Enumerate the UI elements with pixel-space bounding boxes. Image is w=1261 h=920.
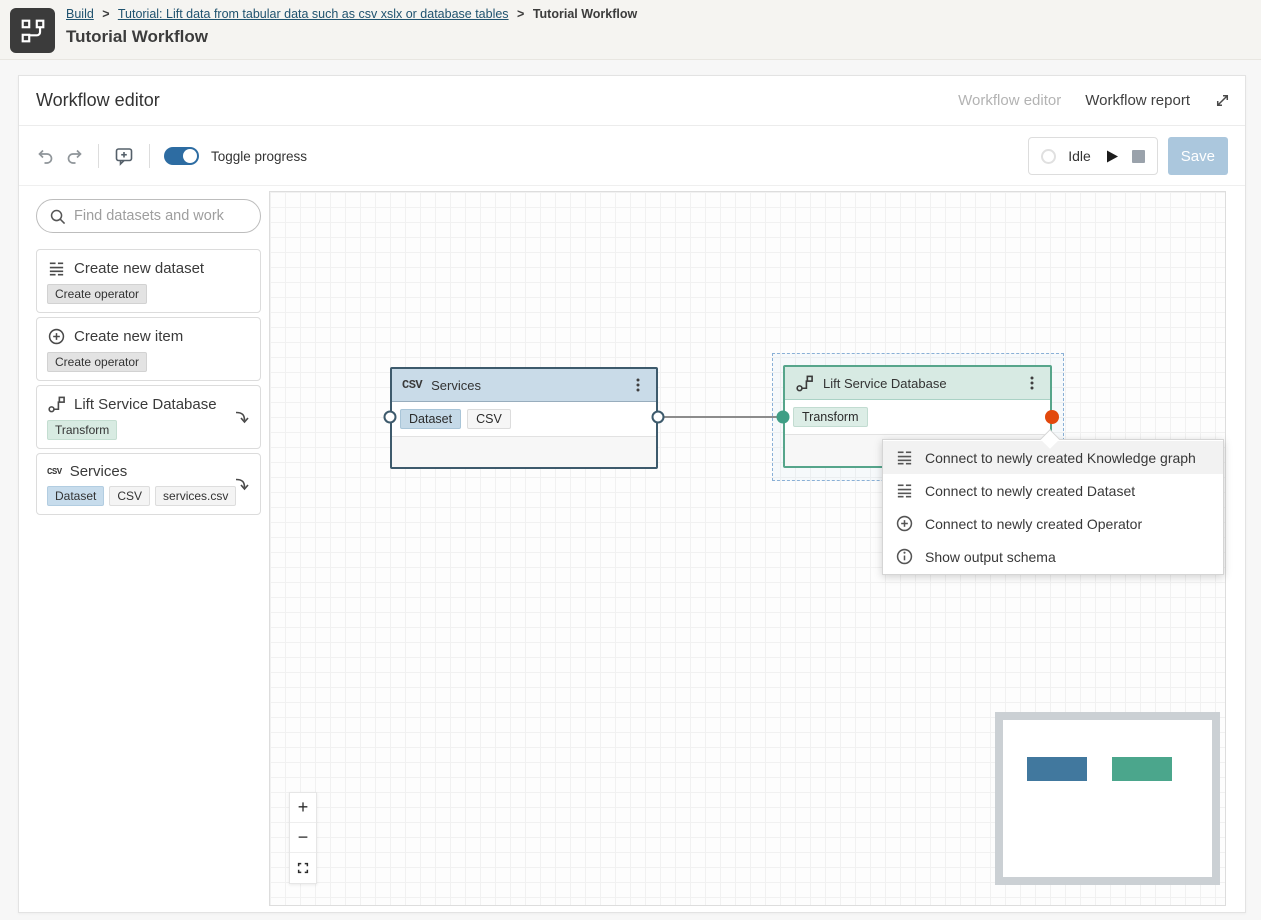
stop-workflow-icon[interactable] [1131,149,1145,163]
tab-workflow-editor[interactable]: Workflow editor [958,92,1062,109]
canvas-zoom-controls: + − [289,792,317,884]
toolbar-divider [98,144,99,168]
node-tag-transform: Transform [793,407,868,427]
edge-services-to-lift[interactable] [658,416,783,418]
input-port-services[interactable] [383,410,397,424]
menu-item-label: Connect to newly created Knowledge graph [925,449,1196,466]
insert-into-canvas-icon[interactable] [232,475,251,494]
plus-circle-icon [47,327,66,346]
card-title: Services [69,463,128,480]
sidebar-card-create-new-dataset[interactable]: Create new dataset Create operator [36,249,261,313]
node-menu-icon[interactable] [630,377,646,393]
run-workflow-icon[interactable] [1103,148,1120,165]
node-menu-icon[interactable] [1024,375,1040,391]
breadcrumb-separator: > [517,7,525,21]
menu-item-connect-dataset[interactable]: Connect to newly created Dataset [883,474,1223,507]
menu-item-connect-operator[interactable]: Connect to newly created Operator [883,507,1223,540]
menu-item-label: Show output schema [925,548,1056,565]
plus-circle-icon [895,514,914,533]
tag-csv: CSV [109,486,151,506]
fit-view-button[interactable] [290,853,316,883]
minimap-node-lift [1112,757,1172,781]
sidebar-card-create-new-item[interactable]: Create new item Create operator [36,317,261,381]
menu-item-label: Connect to newly created Dataset [925,482,1136,499]
dataset-icon [895,481,914,500]
toggle-progress-switch[interactable] [164,147,199,165]
workflow-editor-panel: Workflow editor Workflow editor Workflow… [18,75,1246,913]
sidebar-search [36,199,261,233]
workflow-icon [47,395,66,414]
workflow-canvas[interactable]: CSV Services Dataset CSV [269,191,1226,906]
page-title: Tutorial Workflow [66,27,208,46]
menu-item-label: Connect to newly created Operator [925,515,1143,532]
sidebar-card-lift-service-database[interactable]: Lift Service Database Transform [36,385,261,449]
tag-dataset: Dataset [47,486,105,506]
breadcrumb: Build > Tutorial: Lift data from tabular… [66,7,637,21]
panel-title: Workflow editor [36,90,160,110]
save-button[interactable]: Save [1167,137,1228,175]
status-idle-icon [1041,148,1057,164]
node-header[interactable]: CSV Services [392,369,656,402]
info-icon [895,547,914,566]
status-label: Idle [1068,148,1091,164]
tab-workflow-report[interactable]: Workflow report [1085,92,1190,109]
breadcrumb-current: Tutorial Workflow [532,7,638,21]
port-context-menu: Connect to newly created Knowledge graph… [882,429,1224,575]
expand-icon[interactable] [1214,92,1231,109]
toggle-knob [183,149,197,163]
node-services[interactable]: CSV Services Dataset CSV [390,367,658,469]
menu-item-show-output-schema[interactable]: Show output schema [883,540,1223,573]
dataset-icon [895,448,914,467]
tag-transform: Transform [47,420,118,440]
csv-icon: CSV [402,378,423,392]
tag-create-operator: Create operator [47,284,148,304]
zoom-out-button[interactable]: − [290,823,316,853]
breadcrumb-link-tutorial-project[interactable]: Tutorial: Lift data from tabular data su… [117,7,509,21]
dataset-icon [47,259,66,278]
node-progress-area [392,436,656,467]
workflow-logo-icon [20,18,46,44]
search-input[interactable] [74,208,248,224]
csv-icon: CSV [47,466,62,477]
editor-content: Create new dataset Create operator Creat… [19,186,1245,912]
card-title: Create new dataset [74,260,205,277]
menu-item-connect-knowledge-graph[interactable]: Connect to newly created Knowledge graph [883,441,1223,474]
breadcrumb-link-build[interactable]: Build [66,7,94,21]
app-logo[interactable] [10,8,55,53]
panel-header: Workflow editor Workflow editor Workflow… [19,76,1245,126]
workflow-icon [795,374,814,393]
insert-into-canvas-icon[interactable] [232,408,251,427]
add-note-icon[interactable] [113,145,135,167]
operator-sidebar: Create new dataset Create operator Creat… [36,199,261,519]
input-port-lift[interactable] [776,410,790,424]
node-title: Lift Service Database [823,375,947,391]
breadcrumb-separator: > [102,7,110,21]
node-tag-csv: CSV [467,409,511,429]
card-title: Create new item [74,328,184,345]
toggle-progress-label: Toggle progress [211,148,308,164]
canvas-minimap[interactable] [995,712,1220,885]
sidebar-card-services[interactable]: CSV Services Dataset CSV services.csv [36,453,261,515]
app-header: Build > Tutorial: Lift data from tabular… [0,0,1261,60]
editor-toolbar: Toggle progress Idle Save [19,126,1245,186]
node-header[interactable]: Lift Service Database [785,367,1050,400]
card-title: Lift Service Database [74,396,217,413]
panel-tabs: Workflow editor Workflow report [958,92,1231,109]
execution-status-group: Idle [1028,137,1158,175]
minimap-node-services [1027,757,1087,781]
tag-filename: services.csv [155,486,237,506]
search-icon [49,208,66,225]
undo-icon[interactable] [36,147,55,166]
output-port-services[interactable] [651,410,665,424]
redo-icon[interactable] [65,147,84,166]
zoom-in-button[interactable]: + [290,793,316,823]
tag-create-operator: Create operator [47,352,148,372]
node-tag-dataset: Dataset [400,409,462,429]
toolbar-divider [149,144,150,168]
node-title: Services [431,377,481,393]
output-port-lift[interactable] [1045,410,1059,424]
